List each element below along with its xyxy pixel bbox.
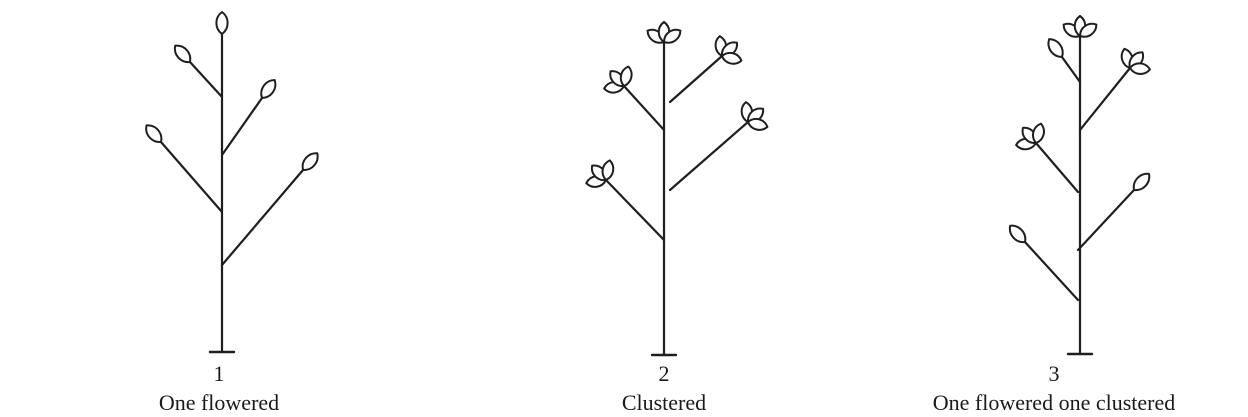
side-branch: [161, 142, 222, 212]
single-flower-bud: [216, 12, 227, 34]
side-branch: [606, 180, 664, 240]
single-flower-bud: [171, 42, 194, 66]
panel-3-label: One flowered one clustered: [854, 392, 1248, 414]
bud-outline: [1130, 170, 1153, 194]
flower-cluster: [1112, 40, 1157, 83]
flower-cluster: [732, 94, 776, 139]
single-flower-bud: [257, 77, 279, 101]
single-flower-bud: [299, 150, 322, 174]
flower-cluster: [596, 58, 641, 102]
panel-one-flowered-one-clustered: [1006, 16, 1158, 354]
cluster-petal: [1130, 63, 1151, 75]
side-branch: [1080, 68, 1130, 130]
flower-cluster: [1061, 16, 1100, 40]
bud-outline: [299, 150, 322, 174]
side-branch: [190, 62, 222, 97]
side-branch: [1036, 143, 1078, 192]
panel-2-label: Clustered: [464, 392, 864, 414]
single-flower-bud: [142, 122, 165, 146]
single-flower-bud: [1130, 170, 1153, 194]
bud-outline: [171, 42, 194, 66]
side-branch: [222, 98, 262, 155]
bud-outline: [142, 122, 165, 146]
panel-2-number: 2: [464, 363, 864, 385]
bud-outline: [1006, 222, 1029, 246]
bud-outline: [216, 12, 227, 34]
flower-cluster: [645, 22, 684, 46]
side-branch: [222, 170, 303, 265]
single-flower-bud: [1006, 222, 1029, 246]
bud-outline: [1045, 36, 1067, 60]
side-branch: [670, 122, 748, 190]
side-branch: [670, 56, 722, 102]
panel-clustered: [578, 22, 776, 355]
flower-cluster: [706, 28, 750, 73]
flower-cluster: [1008, 115, 1053, 159]
side-branch: [1062, 57, 1080, 82]
panel-1-number: 1: [19, 363, 419, 385]
bud-outline: [257, 77, 279, 101]
single-flower-bud: [1045, 36, 1067, 60]
side-branch: [624, 86, 664, 130]
panel-one-flowered: [142, 12, 321, 352]
panel-3-number: 3: [854, 363, 1248, 385]
panel-1-label: One flowered: [19, 392, 419, 414]
side-branch: [1025, 242, 1078, 300]
side-branch: [1078, 190, 1134, 250]
